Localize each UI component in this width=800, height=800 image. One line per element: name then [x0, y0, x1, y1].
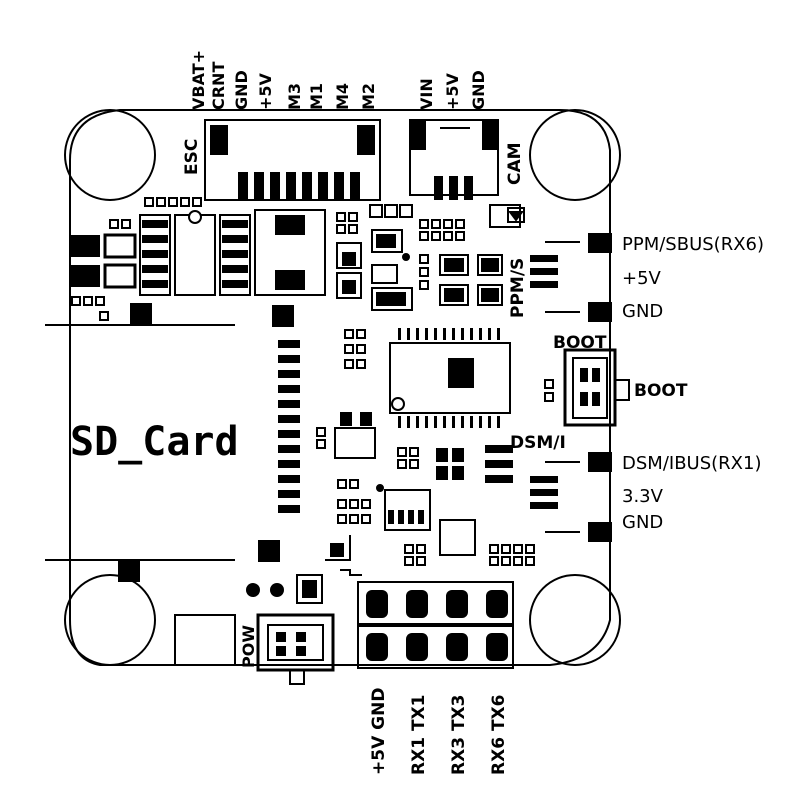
cam-connector [409, 119, 499, 200]
esc-pin-label: VBAT+ [189, 50, 208, 110]
ppm-5v-label: +5V [622, 268, 662, 289]
cam-pin-label: GND [469, 70, 488, 110]
pow-label: POW [239, 625, 258, 668]
mounting-hole-top-left [64, 109, 156, 201]
dsm-i-label: DSM/I [510, 433, 566, 453]
boot-side-label: BOOT [634, 381, 688, 401]
uart-pin-label: RX1 TX1 [409, 695, 429, 775]
boot-switch [563, 348, 630, 427]
ppm-s-label: PPM/S [508, 258, 528, 318]
esc-pin-label: M4 [333, 83, 352, 110]
middle-components [316, 204, 554, 566]
esc-pin-label: M1 [307, 83, 326, 110]
uart-pin-label: +5V GND [369, 688, 389, 775]
mounting-hole-bottom-right [529, 574, 621, 666]
dsm-33v-label: 3.3V [622, 486, 664, 507]
cam-pin-label: +5V [443, 72, 462, 110]
sd-pad-top [130, 303, 152, 325]
esc-pin-labels: VBAT+ CRNT GND +5V M3 M1 M4 M2 [189, 50, 378, 110]
ppm-connector [530, 233, 612, 322]
uart-pin-label: RX6 TX6 [489, 695, 509, 775]
pow-switch [174, 535, 362, 685]
sd-pad-bottom [118, 560, 140, 582]
dsm-connector [485, 445, 612, 542]
uart-pin-label: RX3 TX3 [449, 695, 469, 775]
esc-pin-label: GND [232, 70, 251, 110]
board-outline [69, 109, 611, 666]
ppm-gnd-label: GND [622, 301, 663, 322]
mounting-hole-top-right [529, 109, 621, 201]
mounting-hole-bottom-left [64, 574, 156, 666]
esc-pin-label: +5V [256, 72, 275, 110]
esc-pin-label: CRNT [209, 62, 228, 110]
led-indicator [376, 207, 525, 492]
uart-pin-labels: +5V GND RX1 TX1 RX3 TX3 RX6 TX6 [369, 688, 509, 775]
sd-card-label: SD_Card [70, 419, 239, 465]
esc-connector [204, 119, 381, 201]
dsm-gnd-label: GND [622, 512, 663, 533]
boot-top-label: BOOT [553, 333, 607, 353]
esc-pin-label: M3 [285, 83, 304, 110]
uart-pads [357, 581, 514, 669]
power-components [70, 197, 326, 321]
mcu-chip [389, 328, 511, 428]
mounting-holes [64, 109, 621, 666]
cam-label: CAM [505, 142, 525, 185]
esc-pin-label: M2 [359, 83, 378, 110]
cam-pin-label: VIN [417, 78, 436, 110]
esc-label: ESC [182, 139, 202, 175]
ppm-port-label: PPM/SBUS(RX6) [622, 234, 764, 255]
filled-pads [258, 234, 499, 562]
cam-pin-labels: VIN +5V GND [417, 70, 488, 110]
dsm-port-label: DSM/IBUS(RX1) [622, 453, 761, 474]
